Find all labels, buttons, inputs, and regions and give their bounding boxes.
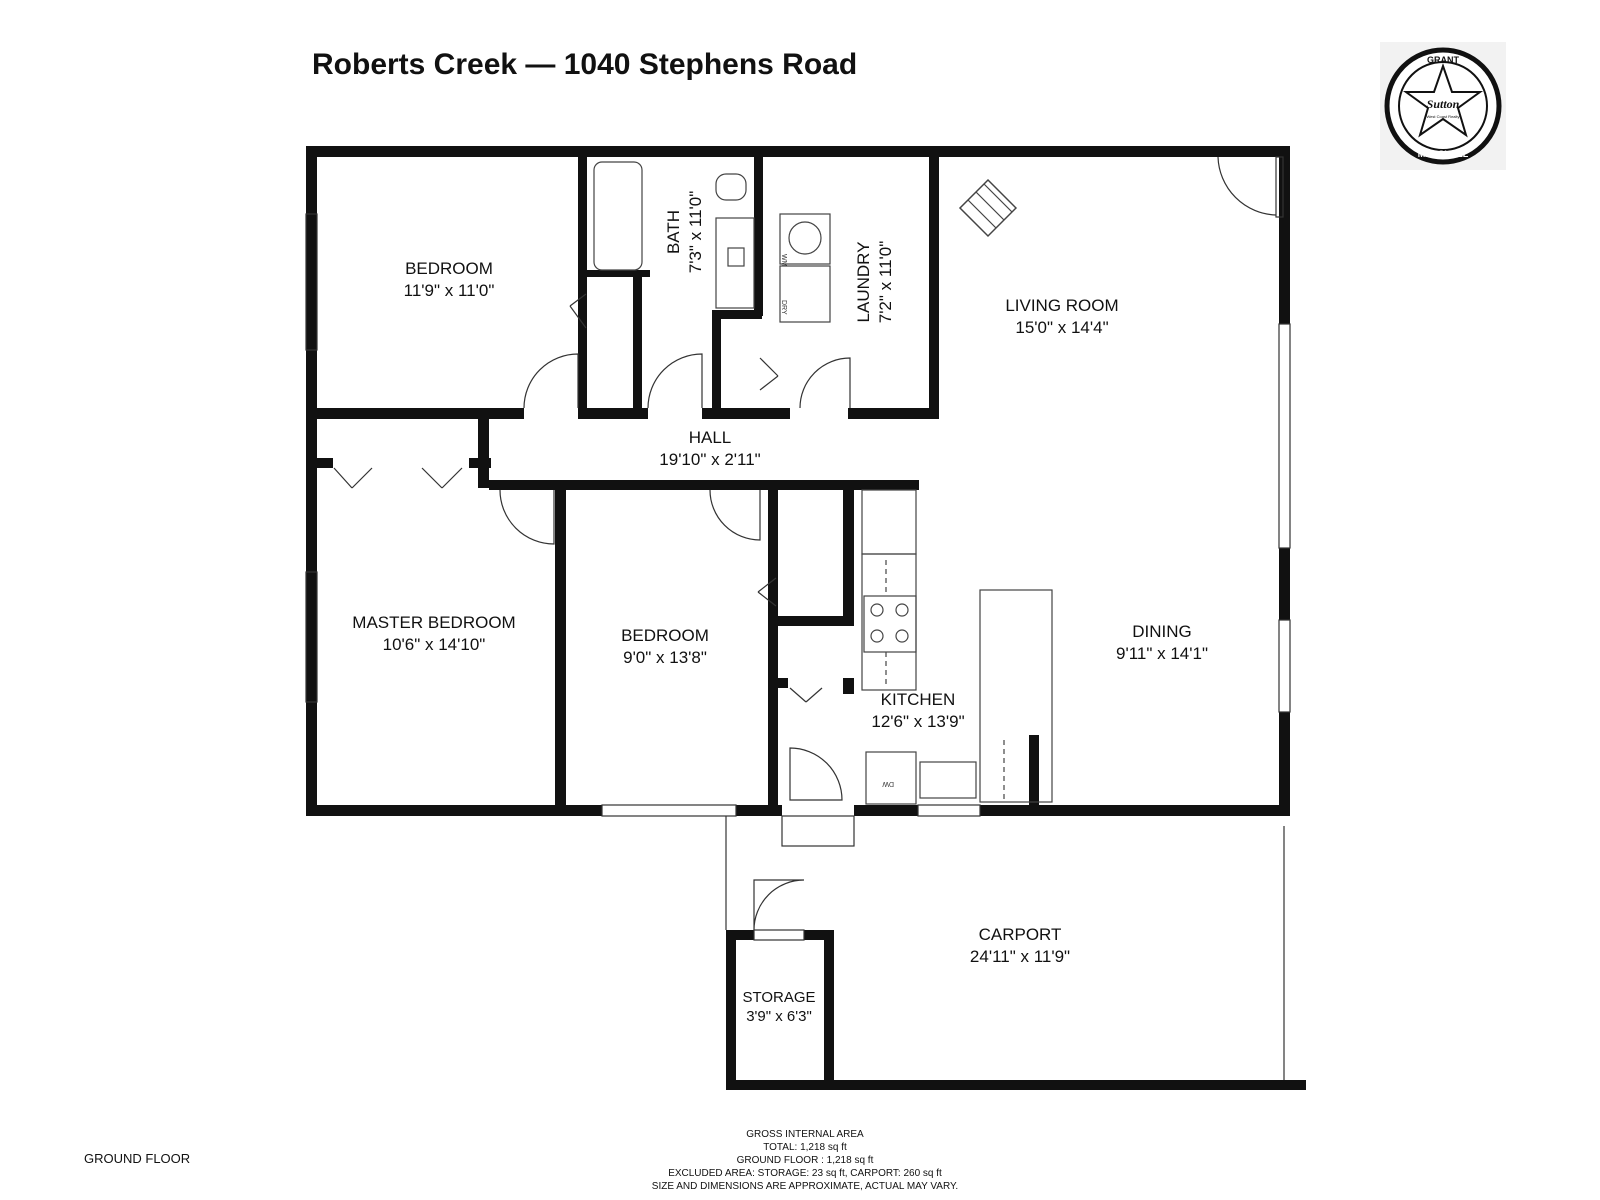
area-line: SIZE AND DIMENSIONS ARE APPROXIMATE, ACT… xyxy=(651,1181,959,1192)
dryer-icon xyxy=(779,265,831,323)
fireplace-icon xyxy=(958,178,1018,238)
walls xyxy=(306,146,1306,1090)
windows-and-openings xyxy=(305,156,1291,1080)
area-line: EXCLUDED AREA: STORAGE: 23 sq ft, CARPOR… xyxy=(668,1168,942,1179)
sink-icon xyxy=(727,247,745,267)
kitchen-island-icon xyxy=(979,589,1053,803)
fixture-labels: WM DRY DW xyxy=(780,254,894,787)
area-summary: GROSS INTERNAL AREA TOTAL: 1,218 sq ft G… xyxy=(560,1128,1050,1193)
washer-icon xyxy=(779,213,831,265)
page-title: Roberts Creek — 1040 Stephens Road xyxy=(312,48,858,81)
logo-top-text: GRANT xyxy=(1427,55,1459,65)
vanity-icon xyxy=(715,217,755,309)
area-line: GROUND FLOOR : 1,218 sq ft xyxy=(736,1155,874,1166)
door-swings xyxy=(333,156,1277,931)
counter-icon xyxy=(861,553,917,691)
bathtub-icon xyxy=(593,161,643,271)
toilet-icon xyxy=(715,173,747,201)
washer-label: WM xyxy=(780,254,787,267)
logo-script-text: Sutton xyxy=(1427,97,1460,111)
fixtures xyxy=(593,161,1053,805)
logo-bottom-text: MARSHALL xyxy=(1418,149,1469,159)
brokerage-logo: GRANT Sutton West Coast Realty MARSHALL xyxy=(1380,42,1506,170)
kitchen-sink-icon xyxy=(919,761,977,799)
stove-icon xyxy=(863,595,917,653)
dishwasher-icon xyxy=(865,751,917,805)
sheriff-star-icon: GRANT Sutton West Coast Realty MARSHALL xyxy=(1384,47,1502,165)
logo-sub-text: West Coast Realty xyxy=(1426,114,1459,119)
counter-icon xyxy=(861,489,917,555)
dishwasher-label: DW xyxy=(882,780,894,787)
floor-label: GROUND FLOOR xyxy=(84,1151,191,1166)
area-line: GROSS INTERNAL AREA xyxy=(746,1129,864,1140)
dryer-label: DRY xyxy=(780,300,787,315)
area-line: TOTAL: 1,218 sq ft xyxy=(763,1142,847,1153)
